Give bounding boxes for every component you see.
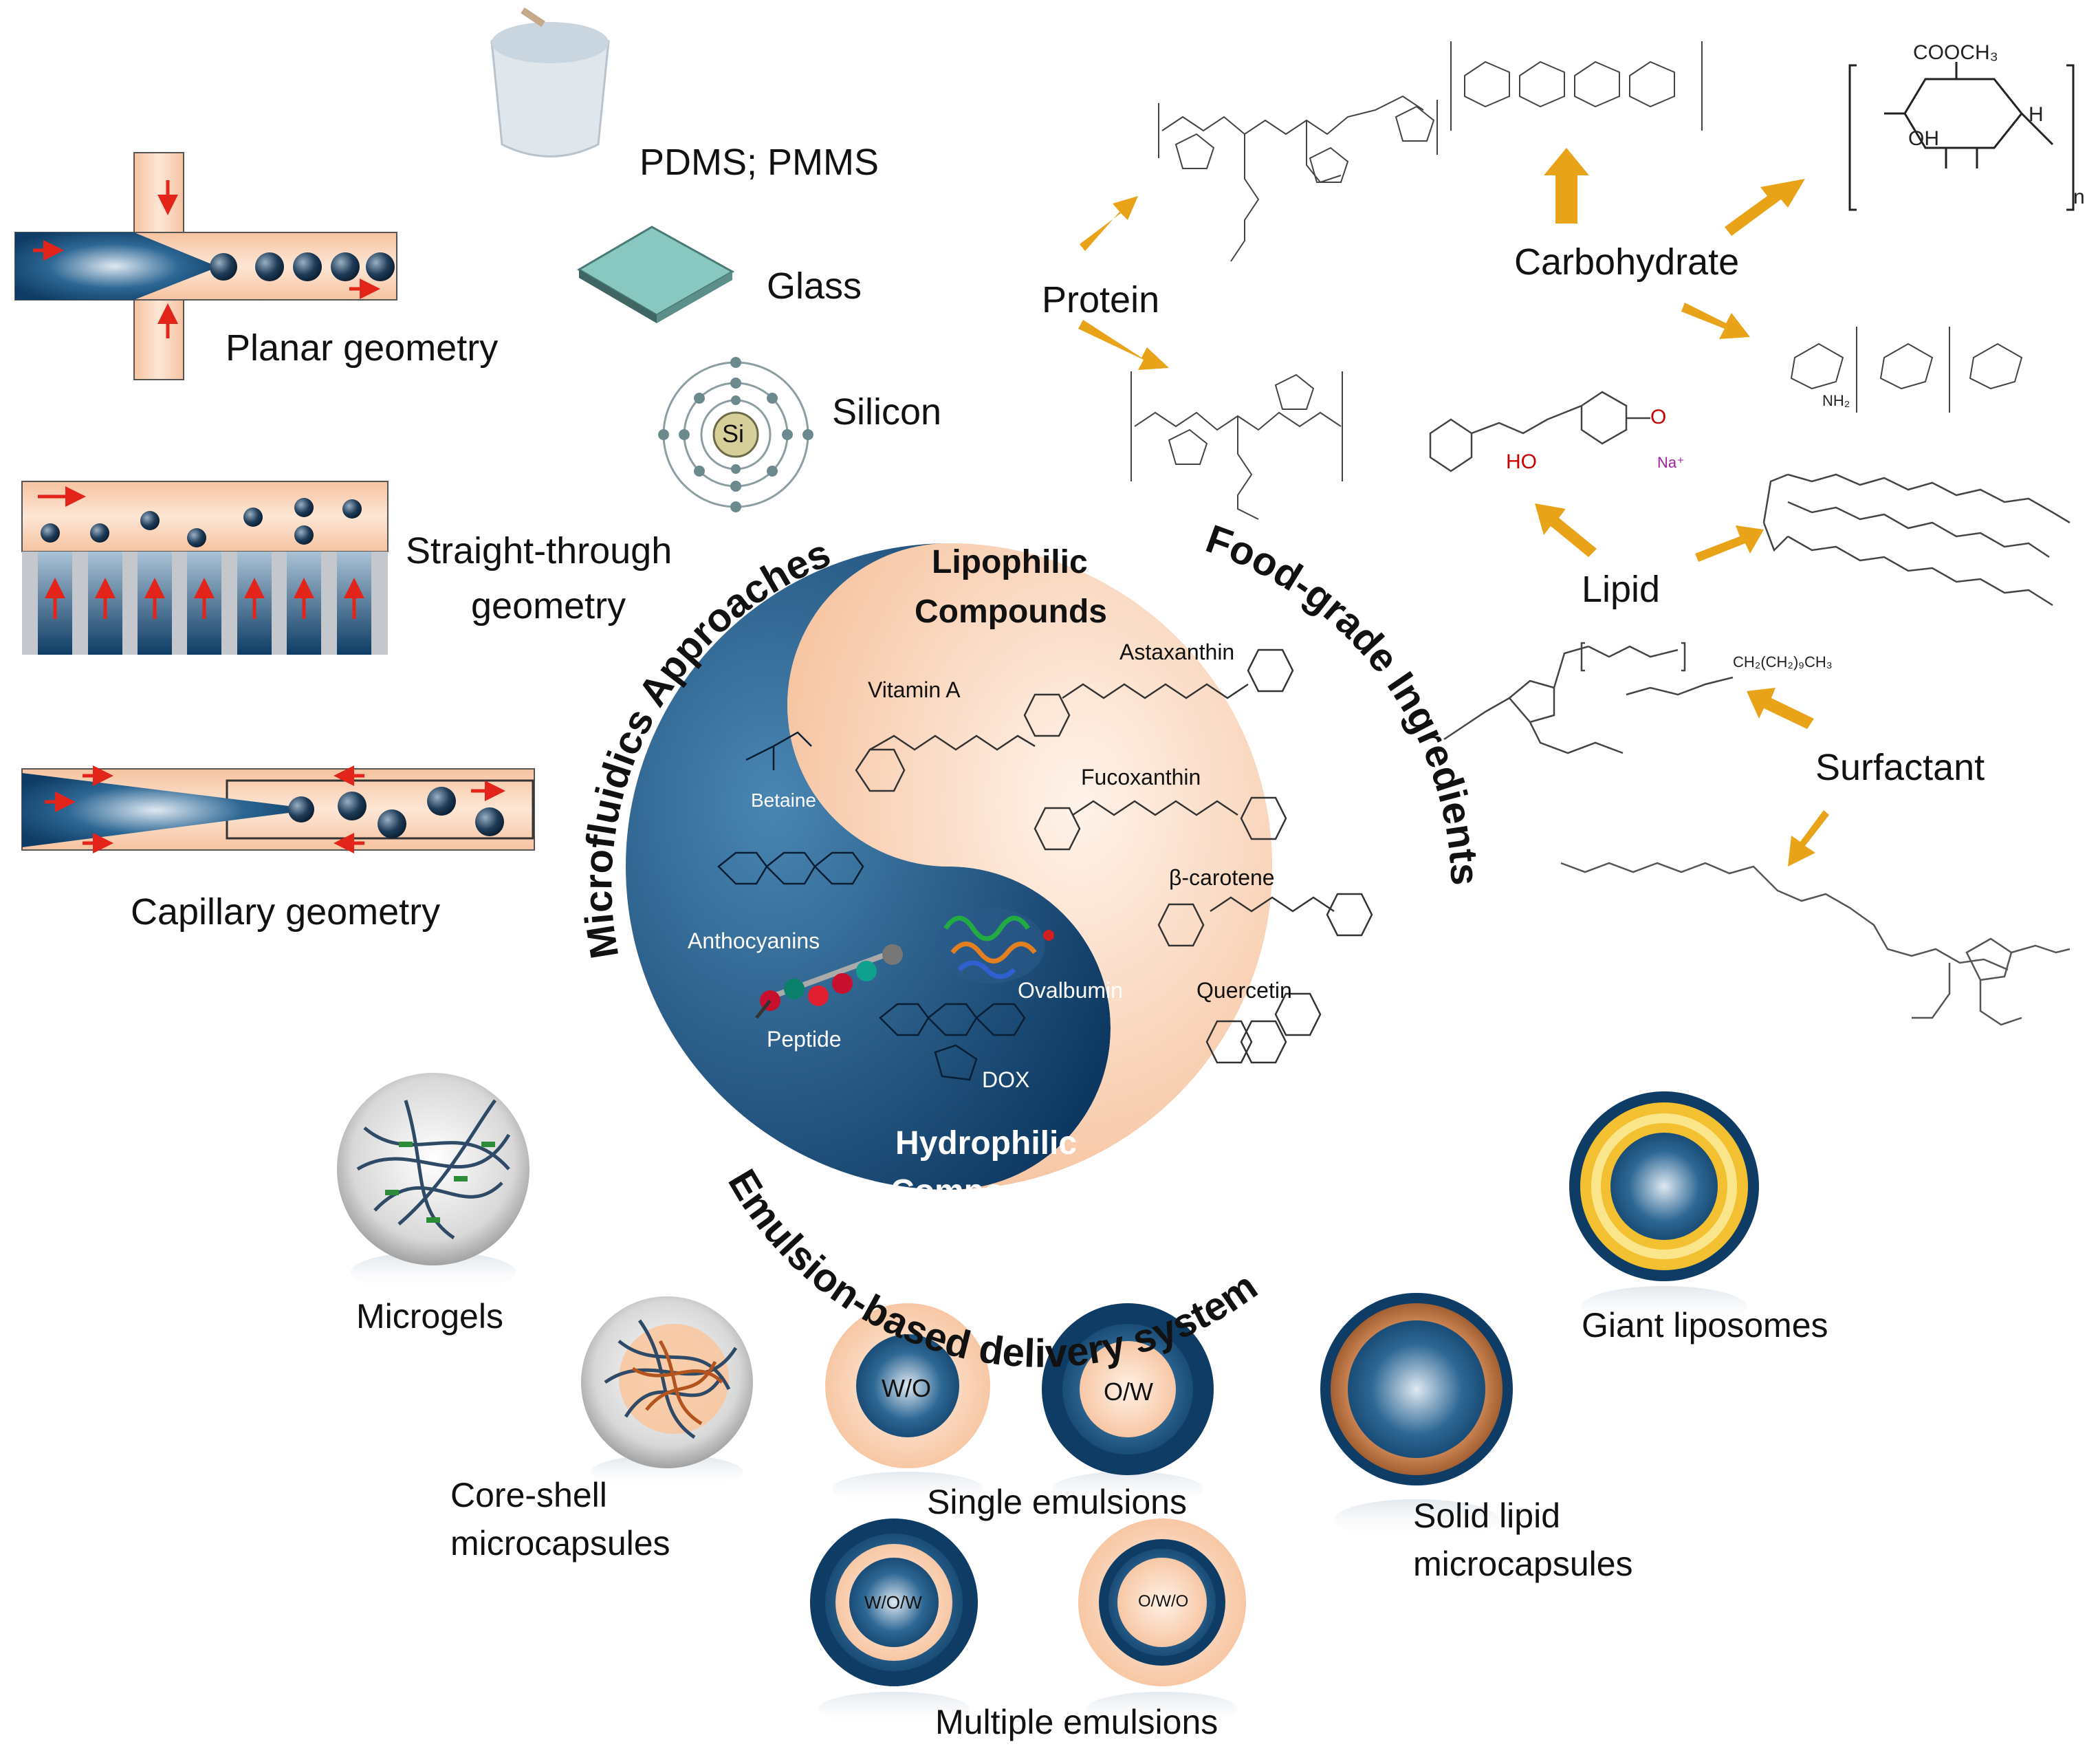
- glass-slide-image: [577, 226, 735, 323]
- dox-label: DOX: [982, 1067, 1030, 1092]
- wo-single-emulsion: [825, 1303, 990, 1506]
- peptide-label: Peptide: [767, 1027, 842, 1052]
- solid-lipid-label-line1: Solid lipid: [1413, 1496, 1561, 1535]
- microgel-sphere: [337, 1073, 529, 1293]
- fucoxanthin-label: Fucoxanthin: [1081, 765, 1201, 790]
- pectin-oh-text: OH: [1908, 127, 1939, 150]
- carbohydrate-structure-top: [1450, 41, 1703, 131]
- solid-lipid-microcapsule: [1320, 1293, 1513, 1540]
- pdms-container-image: [490, 7, 610, 157]
- core-shell-microcapsule: [581, 1296, 753, 1489]
- silicon-atom-image: [658, 357, 813, 512]
- lipophilic-title-line1: Lipophilic: [932, 544, 1088, 580]
- betaine-label: Betaine: [751, 790, 816, 811]
- peptide-chain: [755, 944, 903, 1019]
- yin-yang-circle: [626, 543, 1272, 1190]
- lipid-o-text: O: [1650, 406, 1667, 428]
- lipid-ho-text: HO: [1506, 450, 1537, 473]
- protein-structure-bottom: [1130, 371, 1343, 520]
- hydrophilic-title-line1: Hydrophilic: [895, 1125, 1078, 1162]
- single-emulsions-label: Single emulsions: [927, 1483, 1187, 1521]
- ow-single-emulsion: [1042, 1303, 1214, 1506]
- glass-label: Glass: [767, 265, 862, 307]
- pdms-pmms-label: PDMS; PMMS: [640, 142, 879, 183]
- straight-through-label-line1: Straight-through: [406, 530, 673, 571]
- hydrophilic-title-line2: Compounds: [890, 1173, 1083, 1210]
- chitosan-nh2-text: NH₂: [1822, 392, 1850, 409]
- ow-label: O/W: [1104, 1378, 1153, 1406]
- solid-lipid-label-line2: microcapsules: [1413, 1545, 1633, 1583]
- protein-label: Protein: [1042, 279, 1160, 320]
- lipophilic-title-line2: Compounds: [915, 594, 1107, 630]
- core-shell-label-line1: Core-shell: [450, 1476, 607, 1514]
- vitamin-a-label: Vitamin A: [868, 677, 961, 702]
- surfactant-ch2-text: CH₂(CH₂)₉CH₃: [1733, 653, 1833, 671]
- lipid-small-molecule: [1429, 391, 1650, 472]
- hydrophilic-molecule-sketches: [717, 731, 1026, 1081]
- pectin-h-text: H: [2029, 103, 2044, 126]
- pectin-n-text: n: [2073, 186, 2085, 208]
- quercetin-label: Quercetin: [1197, 978, 1292, 1003]
- astaxanthin-label: Astaxanthin: [1119, 640, 1235, 664]
- giant-liposome: [1569, 1091, 1759, 1327]
- surfactant-structure-bottom: [1560, 862, 2070, 1026]
- capillary-geometry-label: Capillary geometry: [131, 891, 441, 933]
- ovalbumin-protein-structure: [935, 908, 1054, 983]
- wow-label: W/O/W: [864, 1592, 922, 1613]
- core-shell-label-line2: microcapsules: [450, 1524, 670, 1562]
- owo-label: O/W/O: [1138, 1592, 1189, 1611]
- ingredient-arrows: [1078, 148, 1829, 867]
- carbohydrate-structure-chitosan: [1790, 327, 2023, 413]
- pectin-cooch3-text: COOCH₃: [1913, 41, 1998, 64]
- planar-geometry-label: Planar geometry: [226, 327, 499, 369]
- protein-structure-top: [1158, 95, 1438, 262]
- lipid-na-text: Na⁺: [1657, 454, 1685, 471]
- wo-label: W/O: [882, 1374, 931, 1402]
- capillary-geometry-device: [21, 765, 535, 853]
- lipid-label: Lipid: [1582, 569, 1661, 610]
- ovalbumin-label: Ovalbumin: [1018, 978, 1123, 1003]
- carbohydrate-label: Carbohydrate: [1514, 241, 1740, 283]
- silicon-symbol: Si: [722, 420, 745, 448]
- carbohydrate-structure-pectin: [1848, 62, 2075, 211]
- planar-geometry-device: [14, 152, 397, 380]
- silicon-label: Silicon: [832, 391, 942, 433]
- microgels-label: Microgels: [356, 1297, 503, 1336]
- giant-liposomes-label: Giant liposomes: [1582, 1306, 1828, 1344]
- straight-through-label-line2: geometry: [471, 585, 626, 627]
- surfactant-structure-top: [1443, 642, 1734, 754]
- multiple-emulsions-label: Multiple emulsions: [935, 1703, 1219, 1741]
- triglyceride-structure: [1762, 473, 2070, 607]
- wow-multiple-emulsion: [810, 1518, 978, 1726]
- owo-multiple-emulsion: [1078, 1518, 1246, 1726]
- beta-carotene-label: β-carotene: [1169, 865, 1275, 890]
- lipophilic-molecule-sketches: [855, 649, 1373, 1064]
- anthocyanins-label: Anthocyanins: [688, 928, 820, 953]
- surfactant-label: Surfactant: [1815, 747, 1985, 788]
- straight-through-geometry-device: [21, 481, 389, 655]
